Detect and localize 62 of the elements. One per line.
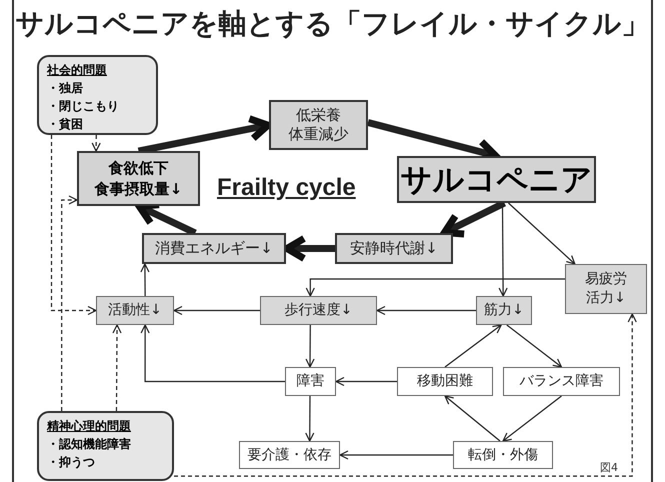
arrow xyxy=(339,450,453,460)
box-text: バランス障害 xyxy=(520,372,604,391)
box-text: ・独居 xyxy=(47,80,83,97)
arrow xyxy=(174,313,637,477)
box-text: 食欲低下 xyxy=(108,158,168,178)
box-text: ・抑うつ xyxy=(47,454,95,471)
arrow xyxy=(140,263,150,296)
box-text: 食事摂取量↓ xyxy=(94,178,182,200)
process-box xyxy=(96,296,174,325)
box-text: ・貧困 xyxy=(47,116,83,133)
arrow xyxy=(306,278,565,297)
process-box xyxy=(285,367,336,396)
box-text: 安静時代謝↓ xyxy=(350,239,438,258)
note-box xyxy=(37,411,174,481)
process-box xyxy=(269,100,368,150)
process-box xyxy=(397,156,596,203)
box-text: 消費エネルギー↓ xyxy=(155,239,273,258)
figure-number: 図4 xyxy=(600,460,618,476)
process-box xyxy=(453,441,553,469)
process-box xyxy=(239,441,340,469)
box-text: 要介護・依存 xyxy=(248,446,332,464)
box-text: ・閉じこもり xyxy=(47,98,119,115)
arrow xyxy=(140,324,285,382)
arrow xyxy=(112,324,122,411)
box-text: 歩行速度↓ xyxy=(284,301,352,320)
box-heading: 社会的問題 xyxy=(47,62,107,79)
process-box xyxy=(565,264,647,314)
arrow xyxy=(305,325,315,368)
arrow xyxy=(508,202,576,265)
arrow xyxy=(173,306,260,316)
process-box xyxy=(476,296,532,325)
arrow xyxy=(335,376,397,386)
box-text: 体重減少 xyxy=(288,125,348,144)
arrow xyxy=(376,306,476,316)
box-text: サルコペニア xyxy=(400,162,592,198)
box-text: 活動性↓ xyxy=(108,301,162,320)
process-box xyxy=(260,296,377,325)
arrow xyxy=(502,396,562,442)
note-box xyxy=(37,55,158,135)
process-box xyxy=(142,233,286,264)
arrow xyxy=(305,396,314,442)
box-text: 移動困難 xyxy=(417,372,473,391)
process-box xyxy=(397,367,493,396)
process-box xyxy=(335,233,453,264)
box-text: 障害 xyxy=(296,372,324,391)
title: サルコペニアを軸とする「フレイル・サイクル」 xyxy=(14,6,650,42)
process-box xyxy=(77,151,200,206)
box-text: ・認知機能障害 xyxy=(47,436,131,453)
box-text: 筋力↓ xyxy=(484,301,524,320)
cycle-label: Frailty cycle xyxy=(217,173,356,203)
arrow xyxy=(506,324,562,368)
process-box xyxy=(503,367,620,396)
arrow xyxy=(444,324,502,368)
box-heading: 精神心理的問題 xyxy=(47,418,131,435)
box-text: 低栄養 xyxy=(296,106,341,125)
box-text: 転倒・外傷 xyxy=(468,446,538,464)
arrow xyxy=(444,395,500,442)
arrow xyxy=(92,135,101,152)
box-text: 易疲労 xyxy=(585,270,627,289)
arrow xyxy=(50,135,97,316)
box-text: 活力↓ xyxy=(586,289,626,308)
arrow xyxy=(61,195,78,411)
